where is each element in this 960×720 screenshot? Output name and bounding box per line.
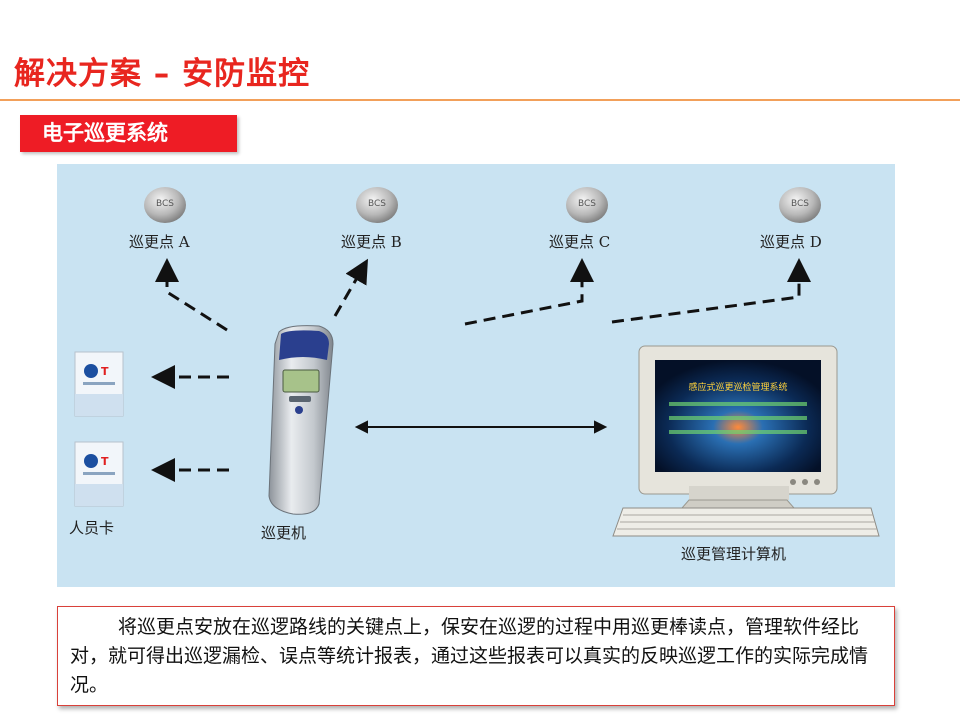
card-label: 人员卡 bbox=[69, 519, 115, 537]
checkpoint-d-badge: BCS bbox=[779, 187, 821, 223]
patrol-device bbox=[268, 325, 334, 515]
svg-text:T: T bbox=[101, 455, 109, 468]
section-tag: 电子巡更系统 bbox=[20, 115, 237, 152]
checkpoint-d-label: 巡更点 D bbox=[760, 233, 822, 251]
svg-text:BCS: BCS bbox=[156, 199, 174, 209]
device-label: 巡更机 bbox=[261, 524, 307, 542]
checkpoint-c-label: 巡更点 C bbox=[549, 233, 611, 251]
svg-text:BCS: BCS bbox=[791, 199, 809, 209]
diagram-graphics: BCS BCS BCS BCS bbox=[74, 187, 880, 537]
checkpoint-b-badge: BCS bbox=[356, 187, 398, 223]
svg-text:BCS: BCS bbox=[578, 199, 596, 209]
personnel-card-2: T bbox=[74, 441, 124, 507]
checkpoint-c-badge: BCS bbox=[566, 187, 608, 223]
svg-text:BCS: BCS bbox=[368, 199, 386, 209]
arrow-to-checkpoint-c bbox=[464, 258, 594, 326]
title-divider bbox=[0, 99, 960, 101]
svg-text:T: T bbox=[101, 365, 109, 378]
sync-arrow bbox=[354, 420, 608, 434]
checkpoint-a-badge: BCS bbox=[144, 187, 186, 223]
description-box: 将巡更点安放在巡逻路线的关键点上，保安在巡逻的过程中用巡更棒读点，管理软件经比对… bbox=[57, 606, 895, 706]
checkpoint-b-label: 巡更点 B bbox=[341, 233, 402, 251]
page-title: 解决方案 – 安防监控 bbox=[14, 56, 311, 92]
patrol-system-diagram: BCS BCS BCS BCS bbox=[57, 164, 895, 587]
personnel-card-1: T bbox=[74, 351, 124, 417]
arrow-to-checkpoint-a bbox=[155, 258, 228, 332]
screen-title-text: 感应式巡更巡检管理系统 bbox=[688, 381, 787, 393]
checkpoint-a-label: 巡更点 A bbox=[129, 233, 190, 251]
description-text: 将巡更点安放在巡逻路线的关键点上，保安在巡逻的过程中用巡更棒读点，管理软件经比对… bbox=[70, 616, 869, 696]
management-computer: 感应式巡更巡检管理系统 bbox=[612, 345, 880, 537]
arrow-to-checkpoint-d bbox=[611, 258, 811, 324]
arrow-to-checkpoint-b bbox=[333, 258, 368, 317]
computer-label: 巡更管理计算机 bbox=[681, 545, 787, 563]
